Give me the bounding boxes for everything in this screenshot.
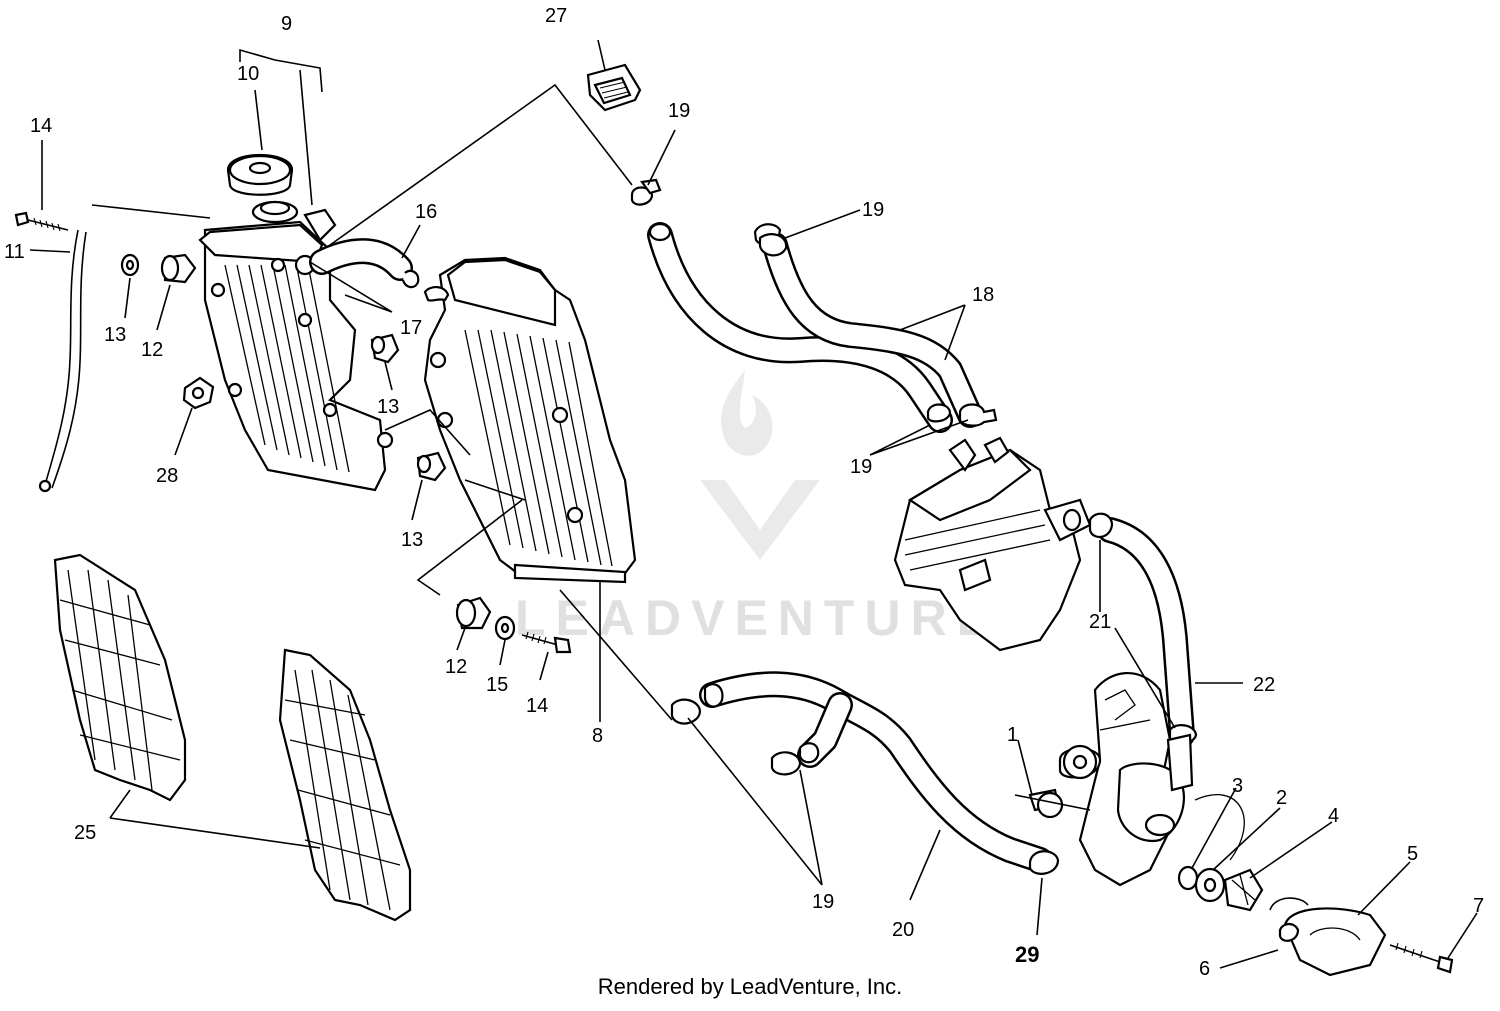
- bearing-2: [1194, 867, 1226, 903]
- o-ring-6: [1269, 897, 1309, 911]
- callout-19-mid: 19: [850, 456, 872, 478]
- hose-clamp-right-top: [758, 233, 788, 257]
- bolt-7: [1389, 942, 1454, 974]
- callout-29: 29: [1015, 942, 1039, 967]
- grommet-lower-right: [455, 596, 492, 630]
- seal-3: [1177, 865, 1199, 891]
- leader-lines: [29, 39, 1478, 969]
- radiator-guard-left: [53, 553, 187, 802]
- washer-left: [120, 253, 140, 277]
- radiator-guard-right: [278, 648, 412, 922]
- nut-28: [182, 376, 215, 410]
- callout-9: 9: [281, 13, 292, 35]
- callout-21: 21: [1089, 611, 1111, 633]
- hose-clamp-lower-left: [670, 698, 702, 725]
- upper-hoses: [647, 222, 983, 433]
- callout-19-right: 19: [862, 199, 884, 221]
- short-hose-16: [309, 238, 420, 289]
- lower-hose: [699, 671, 1053, 873]
- impeller-4: [1223, 868, 1264, 912]
- cap-27: [586, 63, 642, 112]
- callout-17: 17: [400, 317, 422, 339]
- washer-15: [494, 615, 516, 641]
- callout-2: 2: [1276, 787, 1287, 809]
- leadventure-watermark: LEADVENTURE: [515, 370, 1000, 646]
- bolt-top-left: [14, 211, 69, 232]
- callout-13-mid: 13: [377, 396, 399, 418]
- callout-19-bottom: 19: [812, 891, 834, 913]
- callout-12-right: 12: [445, 656, 467, 678]
- callout-11: 11: [4, 241, 25, 263]
- overflow-tube: [38, 229, 87, 493]
- callout-25: 25: [74, 822, 96, 844]
- grommet-lower: [416, 451, 447, 482]
- callout-14-right: 14: [526, 695, 548, 717]
- callout-8: 8: [592, 725, 603, 747]
- hose-clamp-top: [630, 178, 662, 206]
- hose-clamps-mid: [926, 403, 998, 427]
- callout-13-left: 13: [104, 324, 126, 346]
- callout-5: 5: [1407, 843, 1418, 865]
- callout-19-top: 19: [668, 100, 690, 122]
- callout-10: 10: [237, 63, 259, 85]
- callout-14-top: 14: [30, 115, 52, 137]
- callout-18: 18: [972, 284, 994, 306]
- callout-1: 1: [1007, 724, 1018, 746]
- callout-6: 6: [1199, 958, 1210, 980]
- render-credit: Rendered by LeadVenture, Inc.: [597, 974, 903, 999]
- callout-27: 27: [545, 5, 567, 27]
- callout-15: 15: [486, 674, 508, 696]
- hose-clamp-lower-mid: [770, 751, 802, 776]
- grommet-mid: [370, 333, 400, 364]
- radiator-cap: [226, 154, 294, 196]
- right-radiator: [423, 256, 637, 584]
- callout-4: 4: [1328, 805, 1339, 827]
- callout-28: 28: [156, 465, 178, 487]
- callout-7: 7: [1473, 895, 1484, 917]
- engine-cylinder: [893, 436, 1092, 652]
- callout-3: 3: [1232, 775, 1243, 797]
- callout-13-lower: 13: [401, 529, 423, 551]
- callout-22: 22: [1253, 674, 1275, 696]
- callout-20: 20: [892, 919, 914, 941]
- callouts: 9 10 14 11 13 12 28 16 17 13 13 27 19 19…: [4, 5, 1484, 980]
- hose-clamp-29: [1028, 850, 1060, 875]
- water-pump: [1014, 672, 1245, 887]
- callout-16: 16: [415, 201, 437, 223]
- watermark-text: LEADVENTURE: [515, 590, 1000, 646]
- pump-cover-5: [1278, 907, 1387, 977]
- grommet-left: [160, 253, 197, 284]
- bolt-lower-right: [521, 631, 572, 654]
- callout-12-left: 12: [141, 339, 163, 361]
